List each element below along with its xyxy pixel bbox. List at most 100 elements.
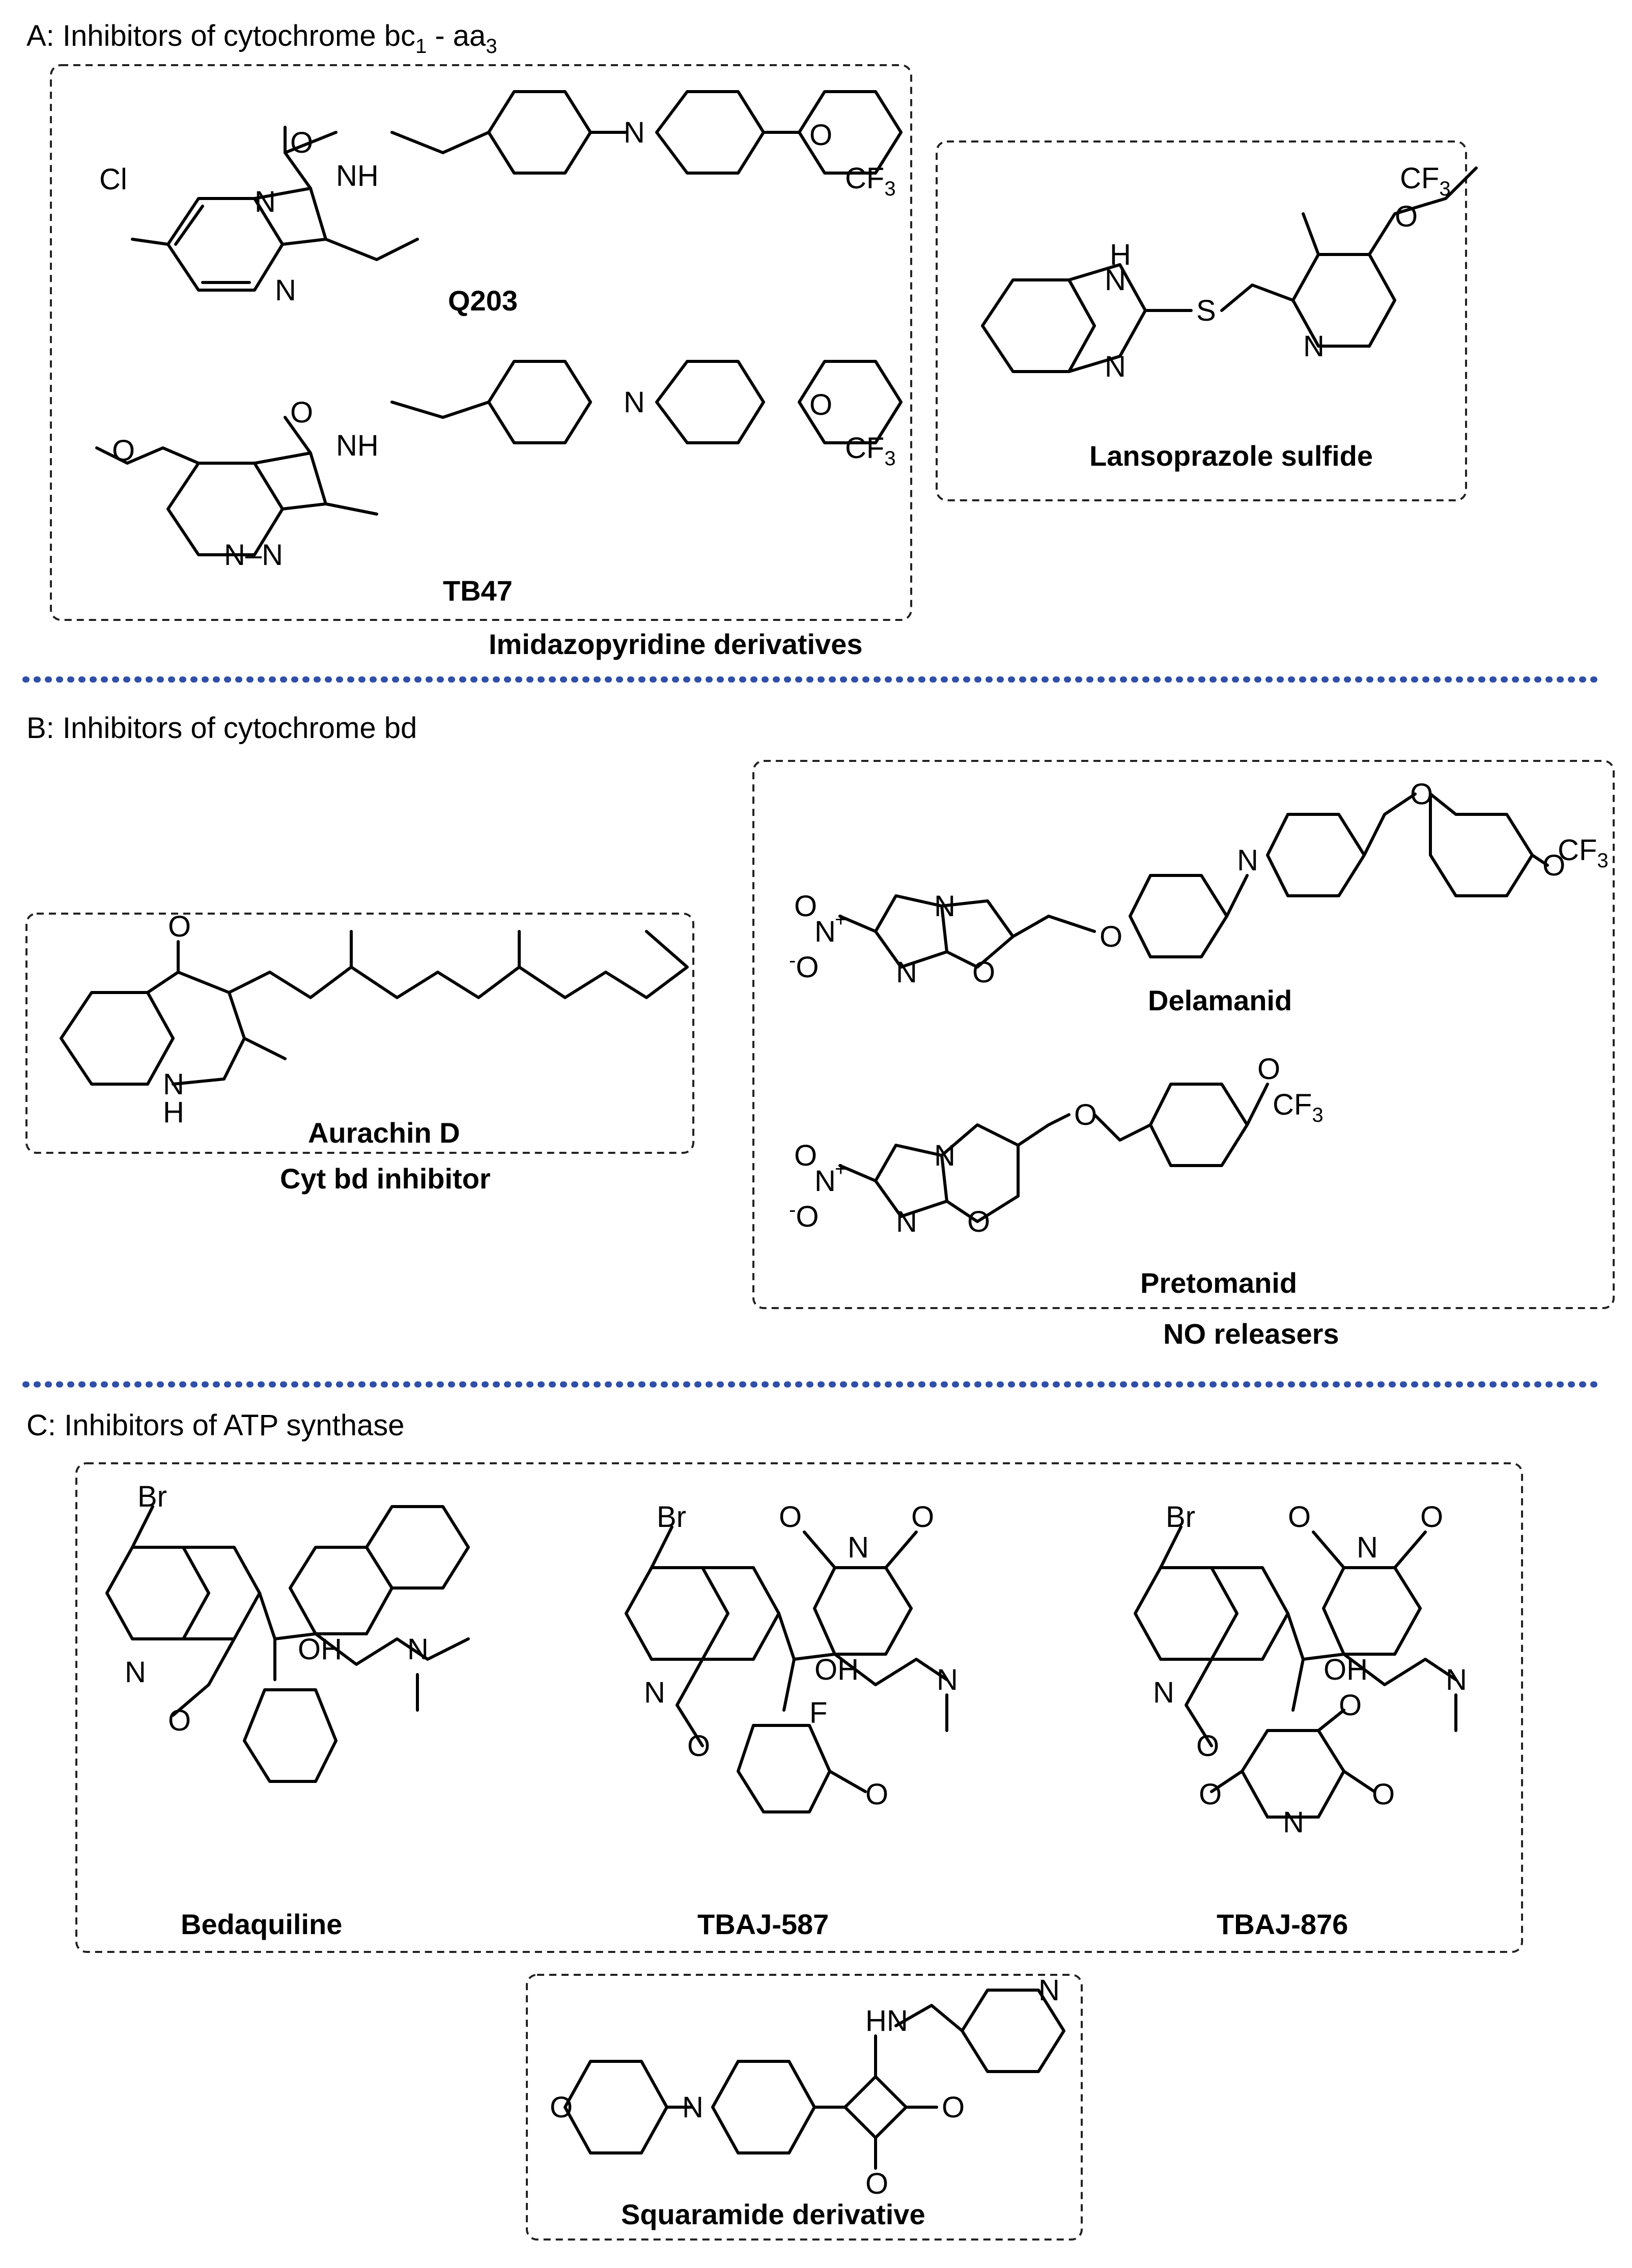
delamanid-o6: O bbox=[1542, 849, 1565, 882]
delamanid-o4: O bbox=[1100, 920, 1122, 953]
q203-n2: N bbox=[275, 274, 296, 307]
tb47-o2: O bbox=[809, 388, 832, 421]
no-releasers-box bbox=[752, 760, 1615, 1309]
tbaj587-n2: N bbox=[848, 1531, 869, 1564]
squaramide-label: Squaramide derivative bbox=[621, 2198, 925, 2230]
tbaj876-n4: N bbox=[1283, 1806, 1304, 1839]
delamanid-n1: N bbox=[814, 915, 836, 948]
tb47-o: O bbox=[290, 396, 313, 429]
q203-n3: N bbox=[624, 116, 645, 149]
delamanid-n3: N bbox=[896, 956, 917, 989]
pretomanid-o1: O bbox=[794, 1139, 817, 1172]
pretomanid-o3: O bbox=[967, 1205, 990, 1238]
delamanid-o1: O bbox=[794, 890, 817, 923]
tbaj876-oh: OH bbox=[1324, 1653, 1368, 1686]
lansoprazole-n3: N bbox=[1303, 330, 1325, 363]
tbaj587-structure: Br N O OH F O O N O N bbox=[625, 1500, 958, 1813]
tb47-structure: O O NH N N–N O CF3 bbox=[95, 360, 903, 572]
delamanid-o5: O bbox=[1410, 778, 1433, 811]
pretomanid-o5: O bbox=[1257, 1053, 1280, 1086]
tbaj876-structure: Br N O OH O N O N O O N O bbox=[1134, 1500, 1467, 1839]
no-releasers-label: NO releasers bbox=[1163, 1318, 1339, 1350]
tb47-n3: N bbox=[624, 386, 645, 419]
bedaquiline-label: Bedaquiline bbox=[181, 1908, 342, 1940]
tbaj587-br: Br bbox=[657, 1500, 686, 1534]
lansoprazole-cf3: CF3 bbox=[1400, 162, 1451, 200]
lansoprazole-label: Lansoprazole sulfide bbox=[1089, 440, 1373, 472]
lansoprazole-h: H bbox=[1110, 238, 1131, 271]
q203-o: O bbox=[290, 126, 313, 159]
pretomanid-label: Pretomanid bbox=[1140, 1267, 1297, 1299]
tbaj876-o6: O bbox=[1199, 1778, 1222, 1811]
squaramide-n2: N bbox=[1038, 1974, 1060, 2007]
aurachin-structure: O N H bbox=[60, 910, 689, 1129]
bedaquiline-br: Br bbox=[137, 1480, 167, 1513]
tb47-cf3: CF3 bbox=[845, 432, 896, 470]
bedaquiline-structure: Br N O OH N bbox=[105, 1480, 470, 1783]
imidazopyridine-box bbox=[50, 64, 912, 621]
tbaj587-o1: O bbox=[687, 1730, 710, 1763]
tbaj587-o2: O bbox=[865, 1778, 888, 1811]
pretomanid-o4: O bbox=[1074, 1098, 1097, 1131]
aurachin-label: Aurachin D bbox=[308, 1117, 460, 1149]
squaramide-o1: O bbox=[550, 2091, 573, 2124]
section-c-title: C: Inhibitors of ATP synthase bbox=[26, 1409, 405, 1442]
tbaj876-label: TBAJ-876 bbox=[1217, 1908, 1348, 1940]
tbaj876-o3: O bbox=[1288, 1500, 1311, 1534]
pretomanid-plus: + bbox=[835, 1158, 847, 1180]
tbaj587-oh: OH bbox=[814, 1653, 859, 1686]
pretomanid-n1: N bbox=[814, 1165, 836, 1198]
lansoprazole-o: O bbox=[1395, 200, 1418, 233]
q203-cf3: CF3 bbox=[845, 162, 896, 200]
tbaj876-n2: N bbox=[1357, 1531, 1378, 1564]
delamanid-n4: N bbox=[1237, 844, 1258, 877]
aurachin-h: H bbox=[163, 1096, 184, 1129]
tbaj876-o4: O bbox=[1420, 1500, 1443, 1534]
bedaquiline-o1: O bbox=[168, 1704, 191, 1737]
lansoprazole-structure: H N N S N O CF3 bbox=[981, 162, 1478, 383]
squaramide-o3: O bbox=[865, 2167, 888, 2200]
imidazopyridine-label: Imidazopyridine derivatives bbox=[489, 628, 862, 660]
tbaj876-n3: N bbox=[1446, 1663, 1467, 1696]
tbaj587-n1: N bbox=[644, 1676, 665, 1709]
tbaj876-o7: O bbox=[1372, 1778, 1395, 1811]
pretomanid-cf3: CF3 bbox=[1273, 1088, 1324, 1126]
q203-label: Q203 bbox=[448, 285, 518, 317]
squaramide-o2: O bbox=[942, 2091, 965, 2124]
delamanid-label: Delamanid bbox=[1148, 984, 1292, 1016]
delamanid-o2: -O bbox=[789, 949, 819, 984]
tbaj876-br: Br bbox=[1166, 1500, 1195, 1534]
pretomanid-o2: -O bbox=[789, 1199, 819, 1233]
tbaj587-o3: O bbox=[779, 1500, 802, 1534]
q203-cl: Cl bbox=[99, 163, 127, 196]
aurachin-n: N bbox=[163, 1068, 184, 1101]
lansoprazole-n2: N bbox=[1105, 350, 1126, 383]
lansoprazole-s: S bbox=[1196, 294, 1216, 327]
tbaj587-label: TBAJ-587 bbox=[697, 1908, 829, 1940]
q203-o2: O bbox=[809, 119, 832, 152]
delamanid-cf3: CF3 bbox=[1558, 834, 1609, 872]
tb47-label: TB47 bbox=[443, 575, 513, 607]
tbaj587-f: F bbox=[809, 1696, 827, 1730]
delamanid-structure: O N + -O N N O O N O O CF3 bbox=[789, 778, 1609, 989]
section-a-title: A: Inhibitors of cytochrome bc1 - aa3 bbox=[26, 19, 497, 58]
delamanid-plus: + bbox=[835, 909, 847, 931]
tb47-o1: O bbox=[112, 434, 135, 467]
tbaj876-o1: O bbox=[1196, 1730, 1219, 1763]
aurachin-o: O bbox=[168, 910, 191, 943]
pretomanid-n2: N bbox=[934, 1139, 955, 1172]
q203-n1: N bbox=[255, 185, 276, 218]
bedaquiline-n2: N bbox=[407, 1633, 429, 1666]
squaramide-structure: O N HN O O N bbox=[550, 1974, 1065, 2200]
squaramide-nh: HN bbox=[865, 2004, 908, 2037]
q203-nh: NH bbox=[336, 159, 379, 192]
aurachin-box bbox=[25, 913, 694, 1154]
pretomanid-structure: O N + -O N N O O O CF3 bbox=[789, 1053, 1324, 1238]
bedaquiline-oh: OH bbox=[298, 1633, 342, 1666]
tbaj587-o4: O bbox=[911, 1500, 934, 1534]
squaramide-box bbox=[526, 1974, 1083, 2241]
atp-synthase-box bbox=[75, 1462, 1523, 1953]
section-b-title: B: Inhibitors of cytochrome bd bbox=[26, 712, 417, 745]
q203-structure: Cl N N O NH N O CF3 bbox=[99, 90, 903, 307]
